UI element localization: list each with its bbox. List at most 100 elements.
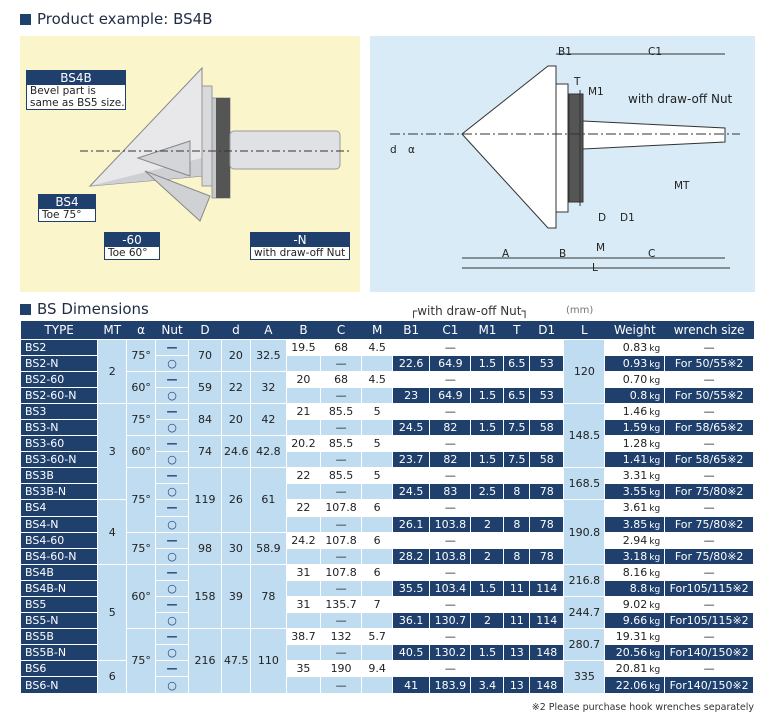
weight-unit: kg (649, 375, 661, 386)
D1-cell: 148 (529, 644, 565, 662)
M1-cell (470, 370, 505, 388)
wrench-cell: For 50/55※2 (664, 354, 754, 372)
weight-value: 9.66 (622, 614, 648, 628)
T-cell (503, 499, 531, 517)
D1-cell: 78 (529, 483, 565, 501)
C1-cell: — (429, 402, 472, 420)
column-header: TYPE (20, 321, 98, 339)
weight-unit: kg (649, 584, 661, 595)
B-cell (285, 418, 321, 437)
M-cell: 5.7 (361, 628, 394, 646)
wrench-cell: — (664, 435, 754, 453)
C1-cell: 103.8 (429, 547, 472, 565)
M-cell (361, 451, 394, 469)
B-cell: 22 (285, 499, 321, 517)
M-cell: 5 (361, 467, 394, 485)
d-cell: 47.5 (221, 628, 251, 694)
B-cell: 22 (285, 467, 321, 485)
D1-cell: 78 (529, 515, 565, 533)
M1-cell (470, 563, 505, 581)
A-cell: 42.8 (249, 435, 287, 469)
B1-cell: 23.7 (392, 451, 431, 469)
type-cell: BS2-N (19, 354, 99, 372)
column-header: C (320, 321, 362, 339)
M-cell: 6 (361, 531, 394, 549)
nut-cell: — (155, 435, 190, 453)
nut-cell: ○ (155, 612, 190, 630)
center-photo (80, 66, 350, 222)
M-cell: 5 (361, 402, 394, 420)
weight-value: 0.70 (622, 372, 648, 386)
weight-value: 3.55 (622, 485, 648, 499)
dimension-drawing-panel: B1 C1 T M1 with draw-off Nut MT d α D D1… (370, 36, 755, 292)
D1-cell (529, 370, 565, 388)
type-cell: BS4-60 (19, 531, 99, 549)
T-cell (503, 370, 531, 388)
C-cell: — (319, 515, 363, 533)
B-cell (285, 612, 321, 630)
B-cell: 20.2 (285, 435, 321, 453)
weight-unit: kg (649, 649, 661, 660)
D1-cell (529, 499, 565, 517)
B-cell (285, 483, 321, 501)
weight-unit: kg (649, 633, 661, 644)
C1-cell: 82 (429, 451, 472, 469)
weight-unit: kg (649, 552, 661, 563)
D1-cell: 78 (529, 547, 565, 565)
column-header: Weight (604, 321, 665, 339)
C1-cell: — (429, 531, 472, 549)
wrench-cell: — (664, 563, 754, 581)
T-cell (503, 660, 531, 678)
type-cell: BS3B (19, 467, 99, 485)
bs4b-callout: BS4B Bevel part is same as BS5 size. (26, 70, 126, 110)
C-cell: — (319, 354, 363, 372)
weight-unit: kg (649, 536, 661, 547)
weight-unit: kg (649, 504, 661, 515)
C1-cell: 130.7 (429, 612, 472, 630)
D1-cell: 58 (529, 451, 565, 469)
column-header: B1 (392, 321, 430, 339)
D1-cell (529, 595, 565, 614)
M1-cell: 2 (470, 612, 505, 630)
B-cell (285, 676, 321, 694)
C-cell: — (319, 451, 363, 469)
B-cell (285, 579, 321, 598)
D1-cell (529, 467, 565, 485)
C-cell: — (319, 418, 363, 437)
weight-value: 20.56 (615, 646, 648, 660)
B-cell: 20 (285, 370, 321, 388)
L-cell: 335 (563, 660, 606, 694)
C-cell: 135.7 (319, 595, 363, 614)
C-cell: 68 (319, 338, 363, 356)
M1-cell (470, 338, 505, 356)
M-cell (361, 579, 394, 598)
alpha-cell: 75° (126, 402, 157, 437)
C1-cell: — (429, 467, 472, 485)
wrench-cell: For105/115※2 (664, 579, 754, 598)
wrench-cell: — (664, 338, 754, 356)
weight-value: 8.8 (629, 581, 648, 595)
d-cell: 20 (221, 402, 251, 437)
type-cell: BS4B (19, 563, 99, 581)
T-cell (503, 563, 531, 581)
C-cell: — (319, 579, 363, 598)
A-cell: 110 (249, 628, 287, 694)
T-cell (503, 531, 531, 549)
B1-cell (392, 531, 431, 549)
M1-cell: 1.5 (470, 386, 505, 404)
C1-cell: — (429, 563, 472, 581)
weight-value: 3.18 (622, 549, 648, 563)
weight-unit: kg (649, 359, 661, 370)
C1-cell: 83 (429, 483, 472, 501)
L-cell: 190.8 (563, 499, 606, 565)
